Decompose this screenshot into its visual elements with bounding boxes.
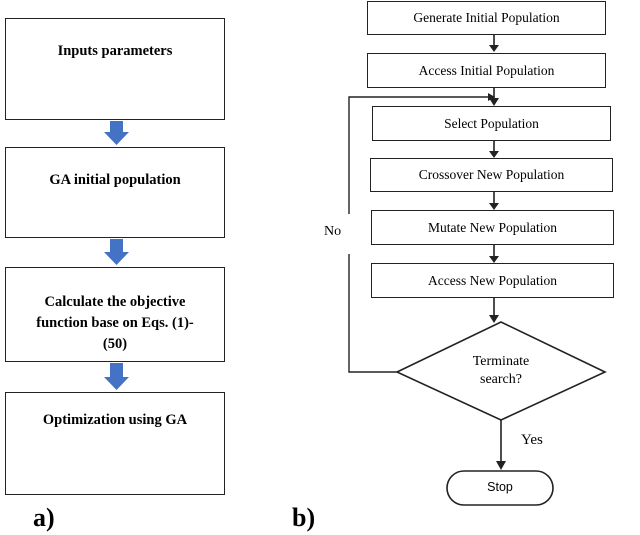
b-arrowhead-3 bbox=[489, 151, 499, 158]
a-box-inputs-parameters: Inputs parameters bbox=[5, 18, 225, 120]
a-box-calculate-objective: Calculate the objective function base on… bbox=[5, 267, 225, 362]
a-box-inputs-parameters-text: Inputs parameters bbox=[57, 43, 173, 59]
a-box-optimization-using-ga: Optimization using GA bbox=[5, 392, 225, 495]
b-step-access-initial-population: Access Initial Population bbox=[367, 53, 606, 88]
b-arrowhead-5 bbox=[489, 256, 499, 263]
b-step-select-population-text: Select Population bbox=[444, 115, 539, 131]
a-box-calculate-objective-line1: Calculate the objective bbox=[44, 294, 186, 310]
b-no-loop-arrowhead bbox=[488, 93, 495, 101]
b-decision-line2: search? bbox=[480, 372, 522, 387]
b-step-select-population: Select Population bbox=[372, 106, 611, 141]
b-decision-diamond bbox=[395, 321, 607, 421]
b-arrowhead-1 bbox=[489, 45, 499, 52]
b-step-access-new-population: Access New Population bbox=[371, 263, 614, 298]
a-box-ga-initial-population-text: GA initial population bbox=[49, 172, 181, 188]
b-arrowhead-2 bbox=[489, 98, 499, 106]
b-step-access-initial-population-text: Access Initial Population bbox=[418, 62, 555, 78]
b-decision-line1: Terminate bbox=[472, 354, 530, 369]
b-no-loop-upper bbox=[348, 96, 489, 214]
b-no-label: No bbox=[324, 224, 342, 239]
b-arrowhead-yes bbox=[496, 461, 506, 470]
panel-b-label: b) bbox=[292, 503, 316, 532]
b-step-crossover-new-population-text: Crossover New Population bbox=[418, 167, 565, 182]
a-arrow-2 bbox=[104, 239, 129, 265]
b-step-mutate-new-population: Mutate New Population bbox=[371, 210, 614, 245]
a-box-calculate-objective-line2: function base on Eqs. (1)- bbox=[36, 315, 194, 331]
b-step-generate-initial-population: Generate Initial Population bbox=[367, 1, 606, 35]
b-step-access-new-population-text: Access New Population bbox=[428, 272, 557, 288]
a-box-optimization-using-ga-text: Optimization using GA bbox=[42, 412, 188, 428]
b-step-mutate-new-population-text: Mutate New Population bbox=[428, 219, 557, 235]
a-box-ga-initial-population: GA initial population bbox=[5, 147, 225, 238]
a-arrow-3 bbox=[104, 363, 129, 390]
b-step-generate-initial-population-text: Generate Initial Population bbox=[413, 10, 560, 25]
b-yes-label: Yes bbox=[521, 432, 543, 448]
a-arrow-1 bbox=[104, 121, 129, 145]
a-box-calculate-objective-line3: (50) bbox=[102, 336, 128, 352]
b-no-loop-lower bbox=[348, 254, 397, 373]
b-arrowhead-4 bbox=[489, 203, 499, 210]
b-arrowhead-6 bbox=[489, 315, 499, 323]
b-step-crossover-new-population: Crossover New Population bbox=[370, 158, 613, 192]
panel-a-label: a) bbox=[33, 503, 55, 532]
b-stop-text: Stop bbox=[487, 480, 513, 494]
b-stop-terminal bbox=[446, 470, 554, 506]
